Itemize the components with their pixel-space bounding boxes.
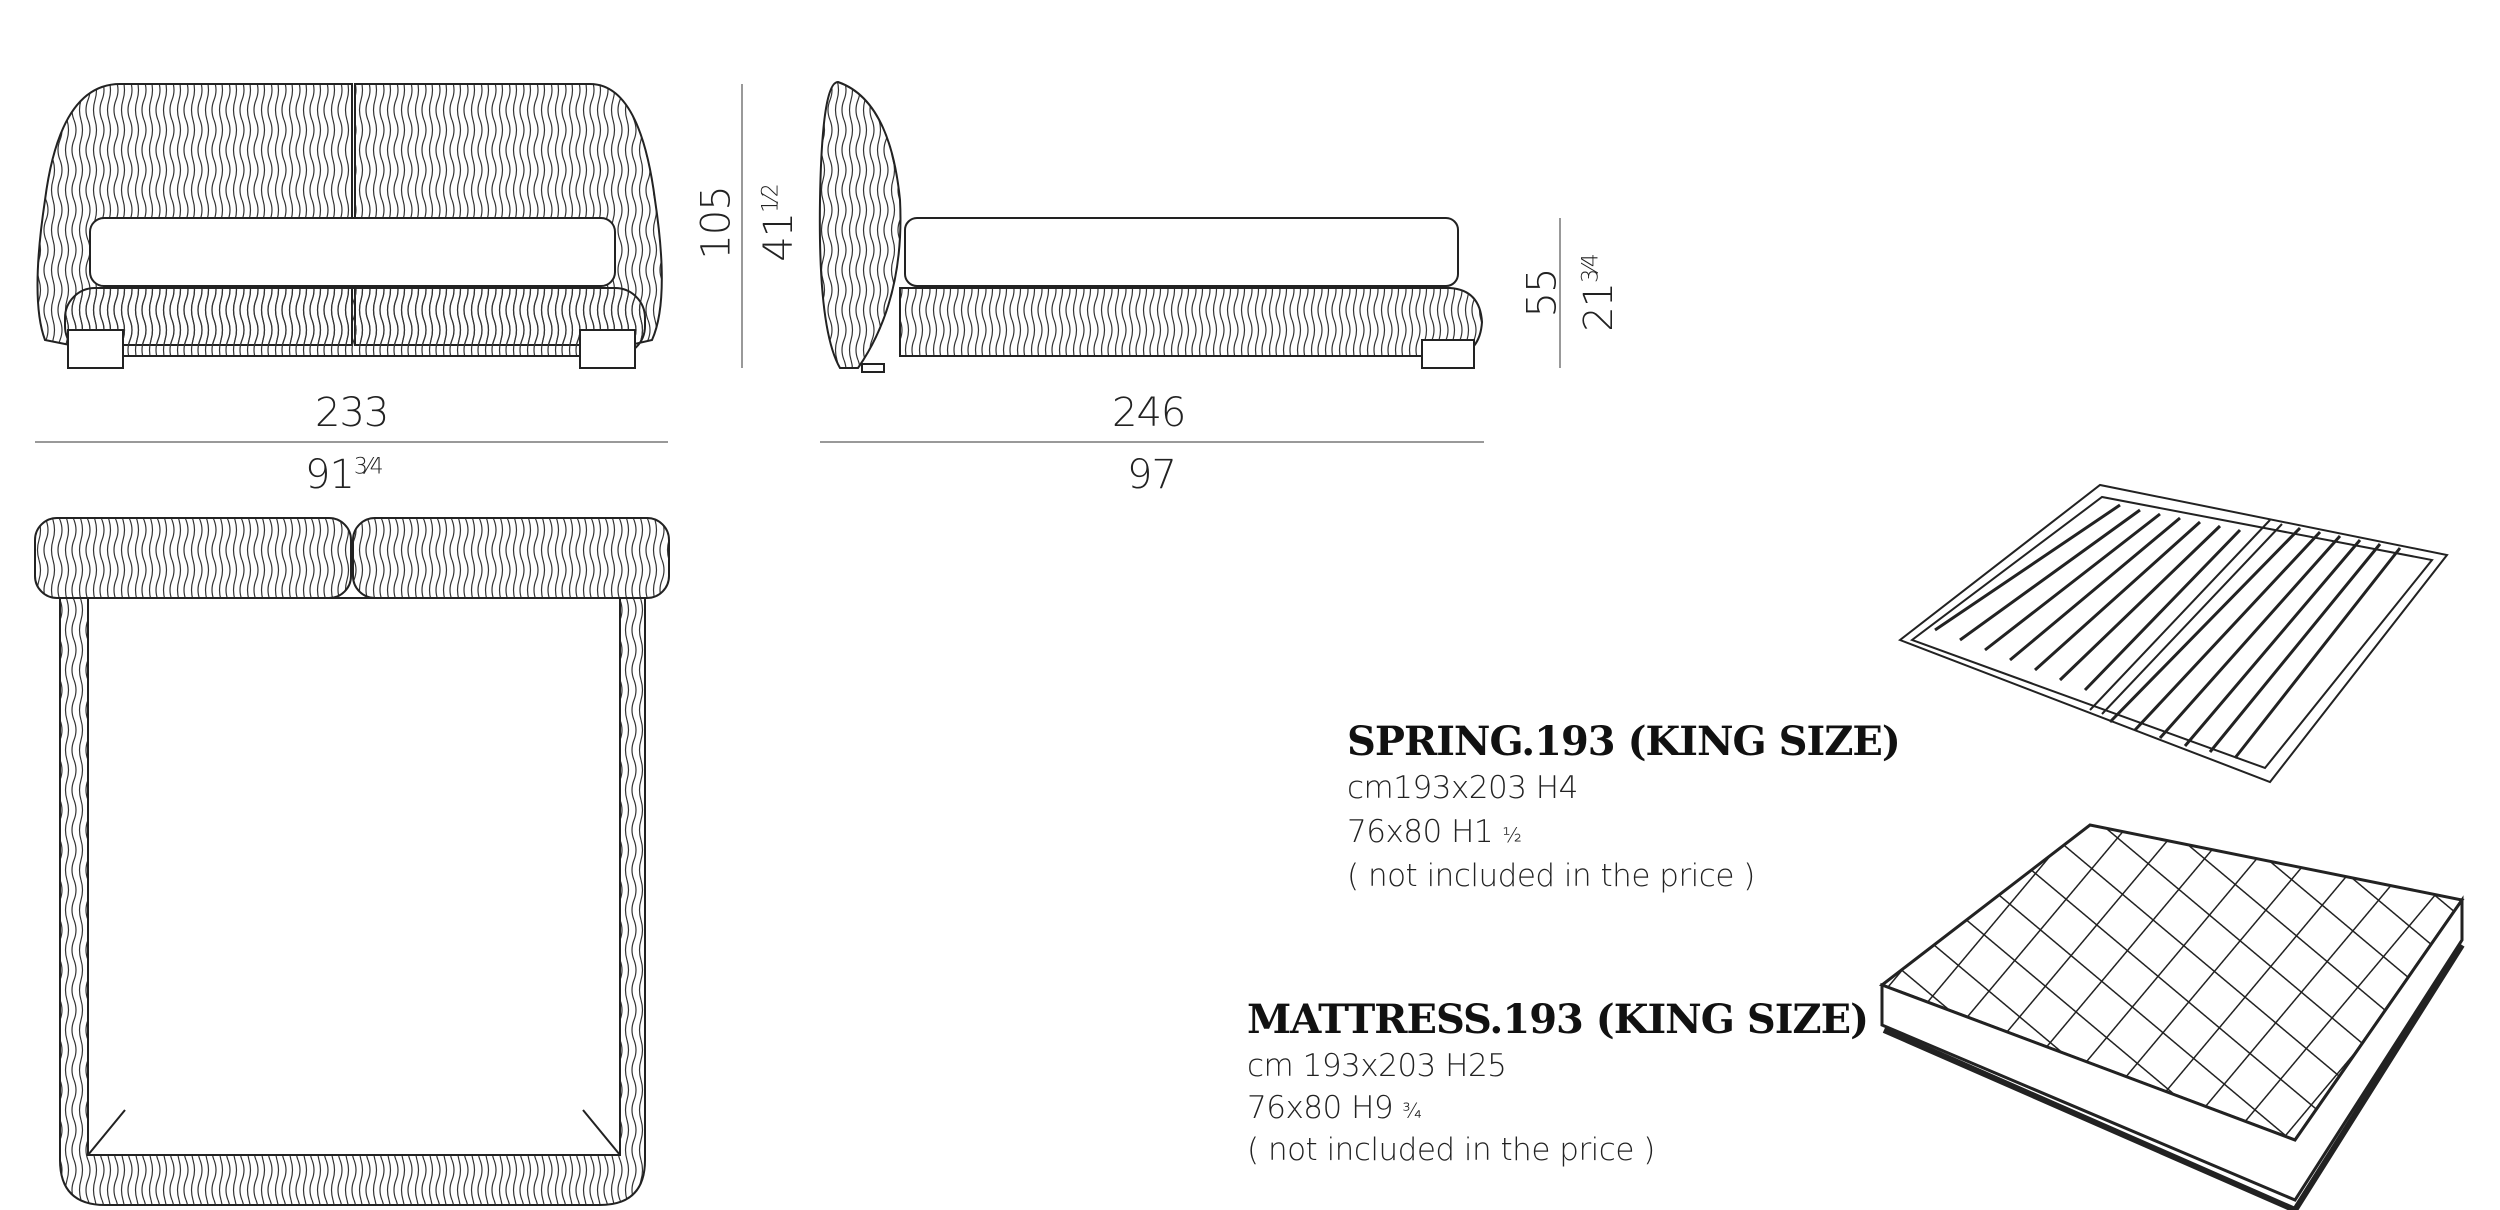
mattress-inches-fraction: ¾: [1402, 1099, 1422, 1123]
side-leg: [1421, 339, 1475, 369]
top-headboard-right: [352, 517, 670, 599]
pillow: [89, 217, 616, 287]
front-width-in-value: 91: [305, 452, 355, 498]
leg-left: [67, 329, 124, 369]
mattress-inches-value: 76x80 H9: [1247, 1090, 1394, 1126]
side-height-in: 213⁄4: [1576, 254, 1622, 332]
spring-title: SPRING.193 (KING SIZE): [1347, 718, 1901, 765]
side-length-in: 97: [1127, 452, 1177, 498]
side-leg-back: [861, 363, 885, 373]
side-base: [899, 287, 1484, 357]
leg-right: [579, 329, 636, 369]
side-length-cm: 246: [1112, 390, 1186, 436]
spring-inches-fraction: ½: [1502, 823, 1522, 847]
front-height-in-value: 41: [755, 212, 802, 262]
spring-slat-frame-illustration: [1897, 483, 2449, 784]
side-headboard: [818, 80, 902, 369]
side-height-cm: 55: [1519, 268, 1566, 318]
spring-inches: 76x80 H1 ½: [1347, 814, 1522, 850]
front-height-in-fraction: 1⁄2: [758, 184, 784, 213]
spring-cm: cm193x203 H4: [1347, 770, 1578, 806]
top-frame: [59, 597, 646, 1206]
side-pillow: [904, 217, 1459, 287]
top-headboard-left: [34, 517, 352, 599]
top-view: [34, 517, 670, 1206]
spring-note: ( not included in the price ): [1347, 858, 1755, 894]
mattress-cm: cm 193x203 H25: [1247, 1048, 1507, 1084]
front-height-in: 411⁄2: [756, 184, 802, 262]
mattress-title: MATTRESS.193 (KING SIZE): [1247, 996, 1869, 1043]
mattress-note: ( not included in the price ): [1247, 1132, 1655, 1168]
front-width-cm: 233: [315, 390, 389, 436]
front-width-in: 913⁄4: [305, 452, 384, 498]
front-width-in-fraction: 3⁄4: [353, 454, 384, 480]
side-height-in-value: 21: [1575, 282, 1622, 332]
base-roll: [64, 287, 646, 357]
side-view: [818, 80, 1484, 373]
front-view: [36, 83, 663, 369]
spring-inches-value: 76x80 H1: [1347, 814, 1494, 850]
mattress-illustration: [1878, 823, 2465, 1210]
front-height-cm: 105: [693, 186, 740, 260]
side-height-in-fraction: 3⁄4: [1578, 254, 1604, 283]
mattress-inches: 76x80 H9 ¾: [1247, 1090, 1422, 1126]
